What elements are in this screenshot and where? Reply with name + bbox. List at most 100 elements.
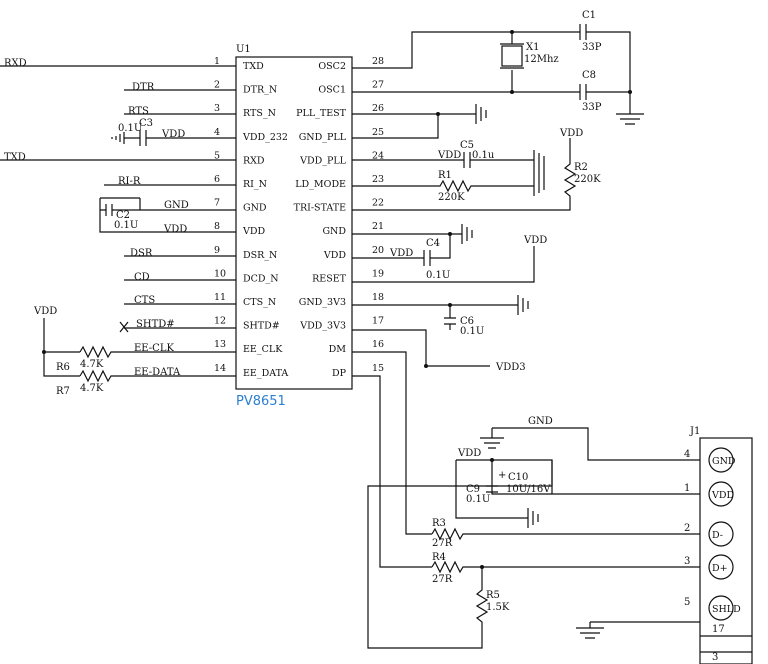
chip-pin-number: 17 [372, 316, 384, 327]
chip-pin-name: LD_MODE [295, 179, 346, 190]
connector-pin-number: 2 [684, 523, 690, 534]
x1-ref: X1 [526, 42, 539, 53]
r6-ref: R6 [56, 362, 70, 373]
c3-value: 0.1U [118, 123, 142, 134]
c9-ref: C9 [466, 484, 480, 495]
chip-pin-name: DSR_N [243, 250, 277, 261]
c2-ref: C2 [116, 210, 130, 221]
chip-pin-name: PLL_TEST [296, 108, 347, 119]
c8-ref: C8 [582, 70, 596, 81]
c1-value: 33P [582, 42, 602, 53]
chip-pin-number: 12 [214, 316, 226, 327]
net-rts: RTS [128, 106, 149, 117]
chip-ref: U1 [236, 44, 251, 55]
chip-pin-name: RXD [243, 155, 265, 166]
chip-pin-name: EE_DATA [243, 368, 288, 379]
c4-value: 0.1U [426, 270, 450, 281]
ground-icon [576, 621, 700, 639]
c5-ref: C5 [460, 140, 474, 151]
r7-ref: R7 [56, 386, 70, 397]
usb-connector-j1 [699, 437, 753, 664]
connector-pin-name: D- [712, 530, 723, 541]
net-vdd-r2: VDD [559, 128, 583, 139]
net-vdd-reset: VDD [523, 235, 547, 246]
chip-pin-number: 9 [214, 245, 220, 256]
chip-pin-number: 16 [372, 339, 384, 350]
r2-value: 220K [574, 174, 601, 185]
chip-pin-name: DCD_N [243, 273, 279, 284]
net-vdd-top: VDD [33, 306, 57, 317]
ground-icon [616, 113, 644, 125]
ground-icon [517, 295, 529, 315]
chip-pin-number: 15 [372, 363, 384, 374]
connector-pin-name: GND [712, 456, 736, 467]
ground-icon [461, 224, 473, 244]
connector-pin-number: 4 [684, 449, 690, 460]
net-cts: CTS [134, 295, 155, 306]
chip-pin-number: 18 [372, 292, 384, 303]
connector-pin-number: 5 [684, 597, 690, 608]
chip-pin-name: VDD [323, 250, 346, 261]
chip-pin-name: SHTD# [243, 321, 280, 332]
chip-right-pins: 28OSC227OSC126PLL_TEST25GND_PLL24VDD_PLL… [294, 56, 384, 379]
chip-pin-number: 26 [372, 103, 384, 114]
c8-value: 33P [582, 102, 602, 113]
connector-pin-circle [708, 554, 734, 580]
connector-pin-name: D+ [712, 563, 728, 574]
chip-pin-name: RESET [312, 273, 347, 284]
chip-pin-name: TXD [243, 61, 264, 72]
net-eeclk: EE-CLK [134, 343, 174, 354]
chip-pin-name: VDD [242, 226, 265, 237]
chip-pin-name: DTR_N [243, 85, 277, 96]
r4-value: 27R [432, 574, 453, 585]
chip-pin-name: VDD_PLL [299, 155, 347, 166]
chip-pin-number: 20 [372, 245, 384, 256]
net-vdd8: VDD [163, 224, 187, 235]
chip-pin-name: DP [332, 368, 347, 379]
c10-ref: C10 [508, 472, 528, 483]
x1-value: 12Mhz [524, 54, 559, 65]
connector-pin-number: 1 [684, 483, 690, 494]
chip-pin-number: 7 [214, 198, 220, 209]
chip-pin-number: 1 [214, 56, 220, 67]
net-dtr: DTR [132, 82, 155, 93]
r3-value: 27R [432, 538, 453, 549]
chip-pin-number: 2 [214, 80, 220, 91]
r6-value: 4.7K [80, 359, 104, 370]
net-vdd-c9: VDD [457, 448, 481, 459]
c6-value: 0.1U [460, 326, 484, 337]
chip-pin-name: RTS_N [243, 108, 276, 119]
chip-pin-number: 28 [372, 56, 384, 67]
c6-ref: C6 [460, 316, 474, 327]
chip-pin-number: 22 [372, 198, 384, 209]
net-rir: RI-R [118, 176, 141, 187]
connector-pin-name: VDD [711, 490, 734, 501]
chip-pin-number: 5 [214, 150, 220, 161]
chip-pin-number: 19 [372, 268, 384, 279]
chip-pin-number: 11 [214, 292, 226, 303]
chip-pin-name: TRI-STATE [294, 203, 346, 214]
chip-pin-name: OSC1 [318, 85, 346, 96]
net-cd: CD [134, 272, 150, 283]
chip-pin-number: 13 [214, 339, 226, 350]
net-shtd: SHTD# [136, 319, 175, 330]
net-txd: TXD [4, 152, 26, 163]
connector-pin-circle [708, 481, 734, 507]
chip-part-name: PV8651 [236, 394, 286, 409]
connector-pin-number: 3 [684, 556, 690, 567]
net-dsr: DSR [130, 248, 153, 259]
net-gnd-j1: GND [528, 416, 553, 427]
c5-value: 0.1u [472, 150, 495, 161]
chip-pin-name: GND [243, 203, 267, 214]
r5-ref: R5 [486, 590, 500, 601]
ground-icon [527, 508, 539, 528]
net-vdd3: VDD3 [495, 362, 526, 373]
chip-pin-name: VDD_232 [242, 132, 288, 143]
c9-value: 0.1U [466, 494, 490, 505]
net-eedata: EE-DATA [134, 367, 181, 378]
ground-icon [480, 428, 504, 449]
connector-pin-circle [708, 521, 734, 547]
chip-pin-name: DM [329, 344, 347, 355]
ground-icon [533, 150, 545, 196]
